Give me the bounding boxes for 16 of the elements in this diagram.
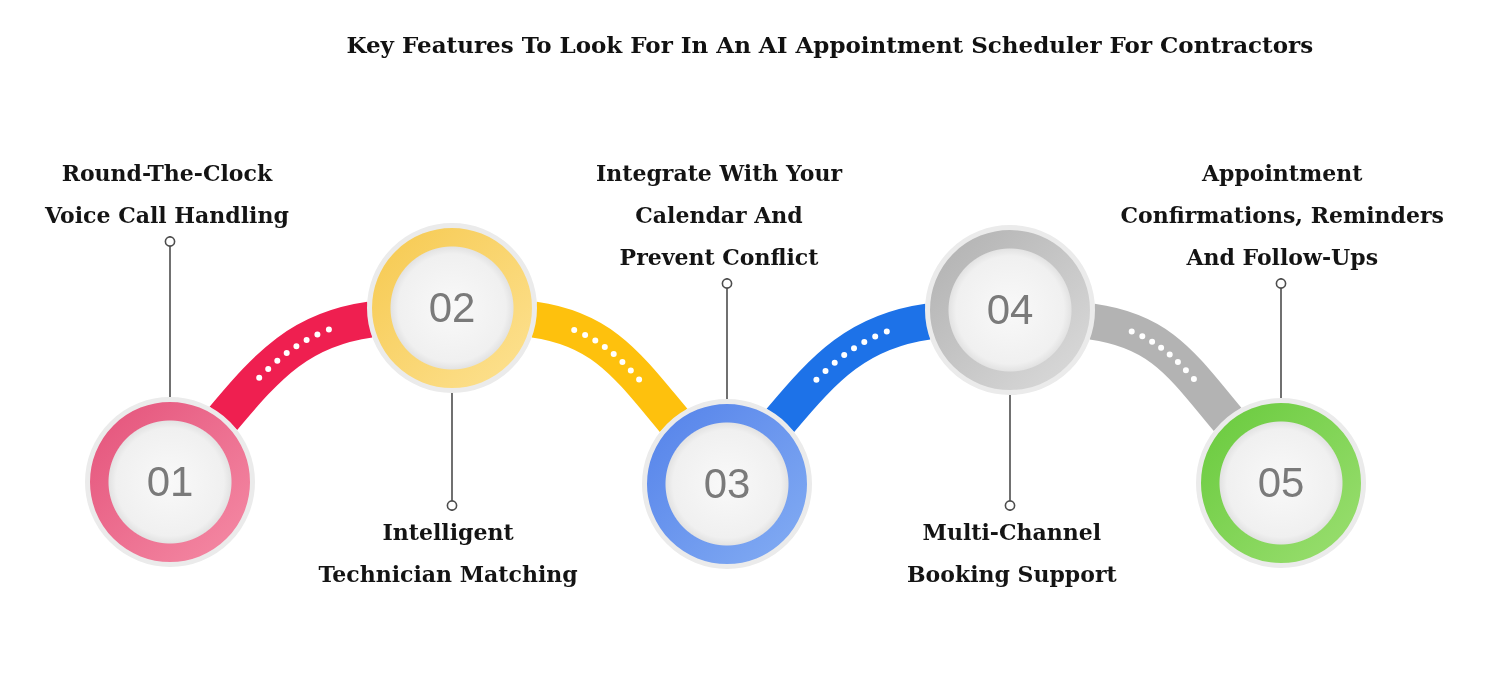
feature-label: Appointment Confirmations, Reminders And Follow-Ups [1120, 152, 1444, 278]
leader-line [164, 235, 176, 398]
title: Key Features To Look For In An AI Appointment Scheduler For Contractors [346, 30, 1314, 60]
leader-line [1004, 394, 1016, 512]
leader-line [446, 392, 458, 512]
leader-line [721, 277, 733, 400]
feature-label: Multi-Channel Booking Support [907, 511, 1117, 595]
feature-label: Round-The-Clock Voice Call Handling [45, 152, 289, 236]
step-number: 04 [986, 287, 1034, 333]
step-number: 03 [703, 461, 751, 507]
step-number: 02 [428, 285, 476, 331]
step-number: 05 [1257, 460, 1305, 506]
leader-line [1275, 277, 1287, 399]
feature-label: Intelligent Technician Matching [318, 511, 578, 595]
step-number: 01 [146, 459, 194, 505]
feature-label: Integrate With Your Calendar And Prevent Conflict [596, 152, 843, 278]
